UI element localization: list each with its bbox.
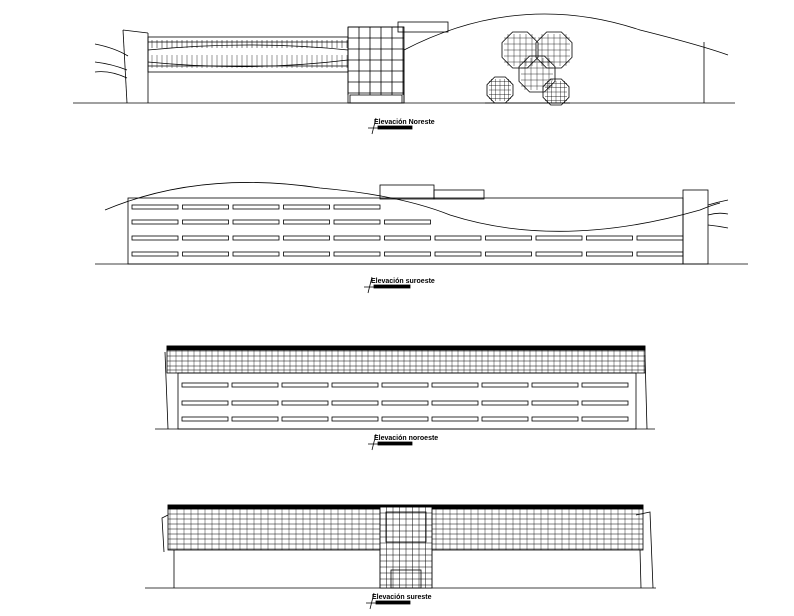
octagon-motif <box>542 78 570 106</box>
window-strip <box>281 416 329 422</box>
window-strip <box>384 235 431 241</box>
window-strip <box>431 416 479 422</box>
window-strip <box>434 235 482 241</box>
window-strip <box>231 400 279 406</box>
window-strip <box>182 204 229 210</box>
window-strip <box>384 251 431 257</box>
elevation-noreste-drawing <box>73 13 735 106</box>
window-strip <box>232 251 280 257</box>
window-strip <box>636 251 684 257</box>
octagon-motif <box>535 31 573 69</box>
window-strip <box>431 400 479 406</box>
elevation-noreste-label: Elevación Noreste <box>374 119 435 126</box>
window-strip <box>131 251 179 257</box>
window-strip <box>481 382 529 388</box>
elevation-suroeste-caption: Elevación suroeste <box>364 276 435 294</box>
window-strip <box>485 235 532 241</box>
window-strip <box>333 235 381 241</box>
window-strip <box>381 416 429 422</box>
window-strip <box>232 235 280 241</box>
window-strip <box>182 219 229 225</box>
window-strip <box>381 400 429 406</box>
elevation-sureste-label: Elevación sureste <box>372 594 432 601</box>
window-strip <box>283 235 330 241</box>
window-strip <box>281 382 329 388</box>
window-strip <box>531 400 579 406</box>
window-strip <box>182 235 229 241</box>
window-strip <box>283 251 330 257</box>
elevation-noreste-caption: Elevación Noreste <box>368 117 435 135</box>
elevation-sureste-drawing <box>145 504 656 589</box>
window-strip <box>581 400 629 406</box>
window-strip <box>581 416 629 422</box>
window-strip <box>431 382 479 388</box>
entrance-door <box>390 569 422 589</box>
window-strip <box>331 416 379 422</box>
window-strip <box>231 382 279 388</box>
window-strip <box>181 382 229 388</box>
window-strip <box>131 204 179 210</box>
window-strip <box>531 382 579 388</box>
window-strip <box>636 235 684 241</box>
window-strip <box>181 416 229 422</box>
window-strip <box>381 382 429 388</box>
window-strip <box>283 219 330 225</box>
window-strip <box>481 400 529 406</box>
window-strip <box>231 416 279 422</box>
window-strip <box>331 400 379 406</box>
window-strip <box>531 416 579 422</box>
window-strip <box>232 219 280 225</box>
elevation-suroeste-label: Elevación suroeste <box>371 278 435 285</box>
elevation-sureste-caption: Elevación sureste <box>366 592 432 610</box>
window-strip <box>131 219 179 225</box>
window-strip <box>333 251 381 257</box>
elevation-noroeste-label: Elevación noroeste <box>374 435 438 442</box>
window-strip <box>586 251 633 257</box>
window-strip <box>182 251 229 257</box>
window-strip <box>281 400 329 406</box>
window-strip <box>485 251 532 257</box>
elevation-suroeste-drawing <box>95 182 748 265</box>
window-strip <box>331 382 379 388</box>
window-strip <box>481 416 529 422</box>
window-strip <box>384 219 431 225</box>
window-strip <box>586 235 633 241</box>
window-strip <box>181 400 229 406</box>
window-strip <box>535 235 583 241</box>
window-strip <box>283 204 330 210</box>
window-strip <box>333 219 381 225</box>
octagon-motif <box>518 55 556 93</box>
window-strip <box>434 251 482 257</box>
window-strip <box>581 382 629 388</box>
window-strip <box>232 204 280 210</box>
elevation-noroeste-caption: Elevación noroeste <box>368 433 438 451</box>
window-strip <box>333 204 381 210</box>
elevation-noroeste-drawing <box>155 345 655 430</box>
window-strip <box>131 235 179 241</box>
window-strip <box>535 251 583 257</box>
tower-glazing <box>385 511 427 543</box>
